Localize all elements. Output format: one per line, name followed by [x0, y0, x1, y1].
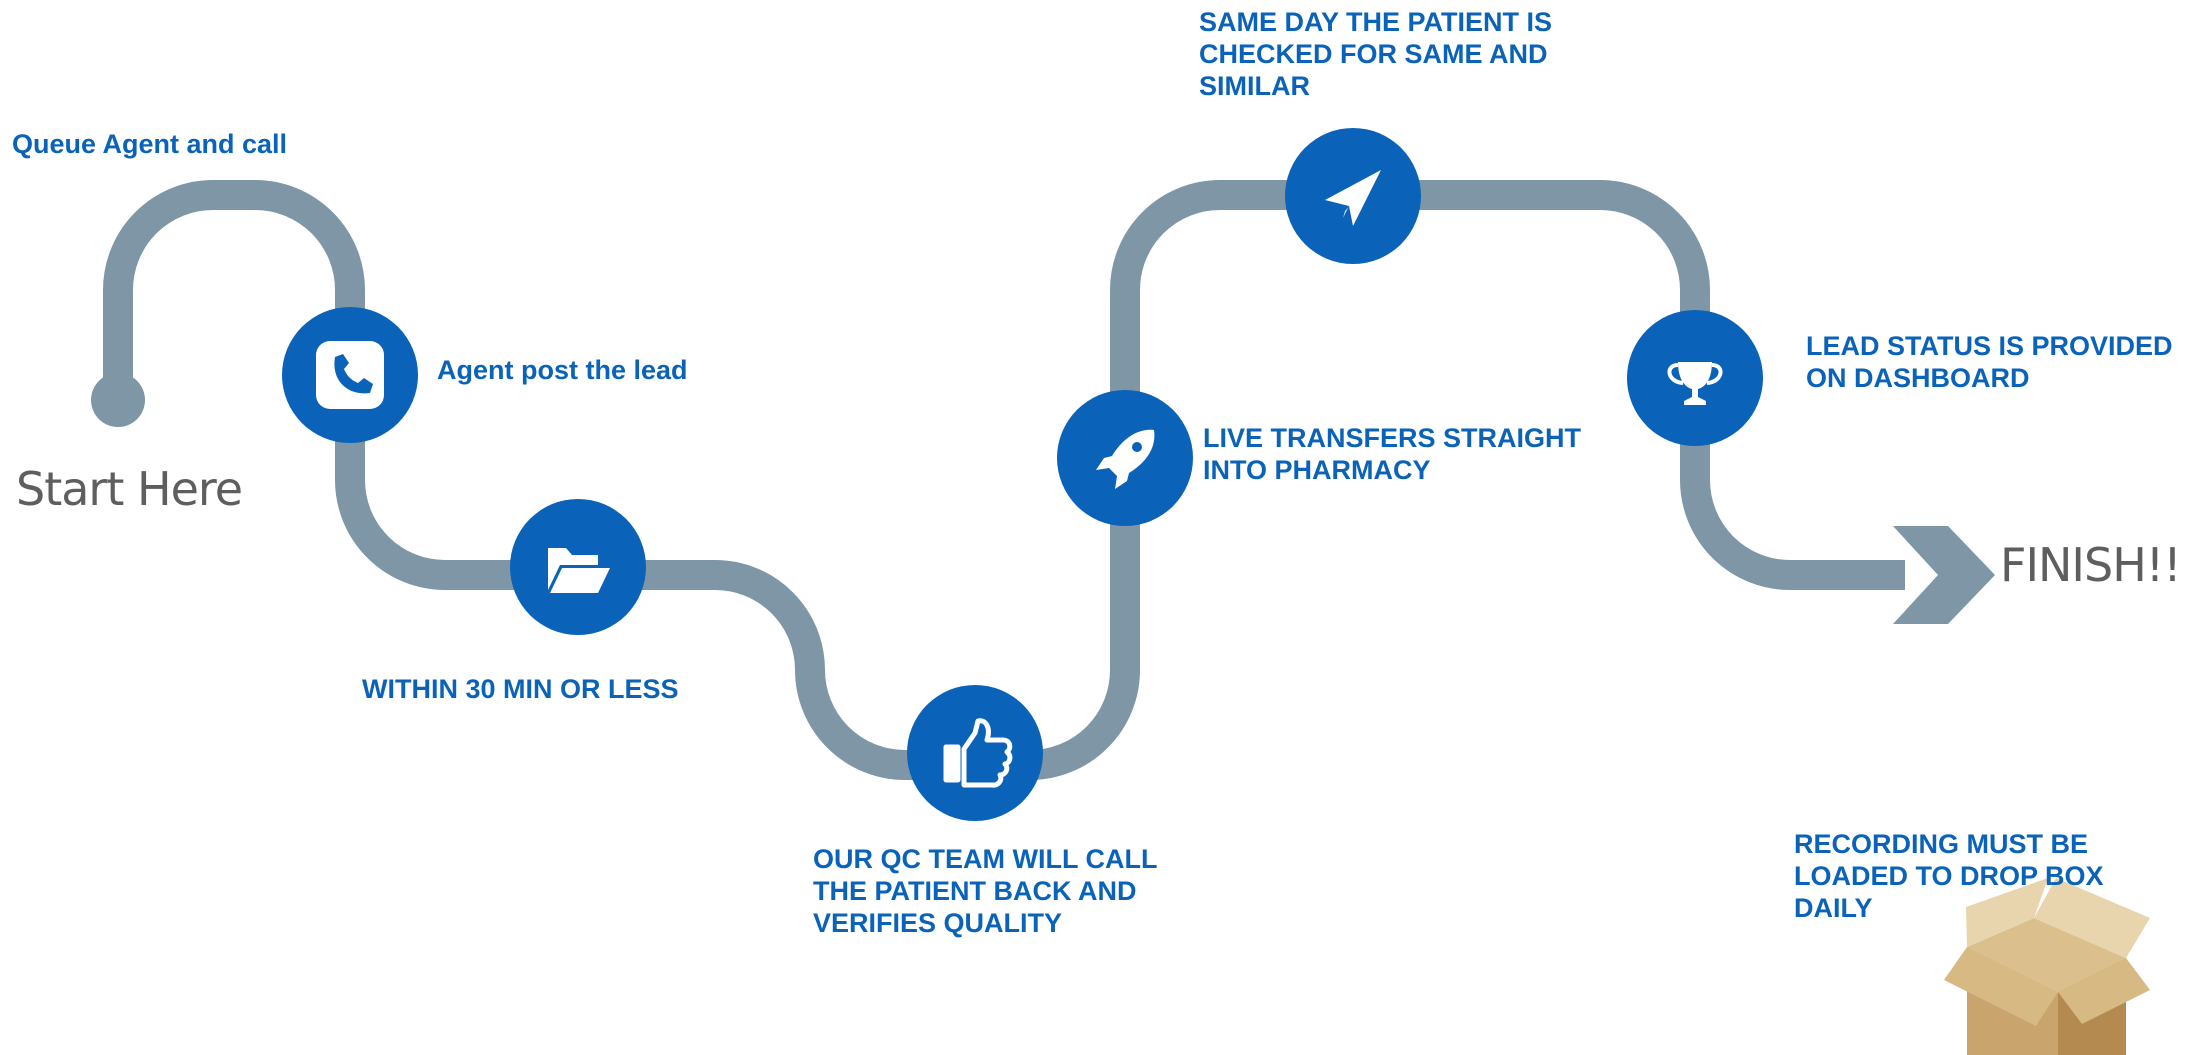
step-caption-rocket: LIVE TRANSFERS STRAIGHT INTO PHARMACY: [1203, 423, 1582, 485]
start-label: Start Here: [16, 462, 243, 516]
trophy-icon: [1667, 362, 1723, 405]
step-caption-thumbs-up: OUR QC TEAM WILL CALL THE PATIENT BACK A…: [813, 844, 1158, 938]
rocket-icon: [1096, 429, 1155, 489]
step-caption-folder: WITHIN 30 MIN OR LESS: [362, 674, 679, 704]
step-caption-phone: Agent post the lead: [437, 355, 688, 385]
step-node-phone: [282, 307, 418, 443]
step-node-paper-plane: [1285, 128, 1421, 264]
finish-arrowhead: [1893, 526, 1995, 624]
folder-open-icon: [548, 548, 610, 593]
step-caption-trophy: LEAD STATUS IS PROVIDED ON DASHBOARD: [1806, 331, 2173, 393]
thumbs-up-icon: [943, 718, 1013, 788]
intro-caption: Queue Agent and call: [12, 129, 288, 159]
roadmap-path: [103, 180, 1905, 780]
step-node-thumbs-up: [907, 685, 1043, 821]
step-node-trophy: [1627, 310, 1763, 446]
paper-plane-icon: [1325, 170, 1381, 226]
cardboard-box-icon: [1944, 878, 2150, 1055]
step-node-rocket: [1057, 390, 1193, 526]
start-dot: [91, 373, 145, 427]
finish-label: FINISH!!: [2000, 538, 2182, 592]
phone-icon: [316, 341, 384, 409]
step-caption-paper-plane: SAME DAY THE PATIENT IS CHECKED FOR SAME…: [1199, 7, 1553, 101]
step-node-folder: [510, 499, 646, 635]
note-caption: RECORDING MUST BE LOADED TO DROP BOX DAI…: [1794, 829, 2104, 923]
